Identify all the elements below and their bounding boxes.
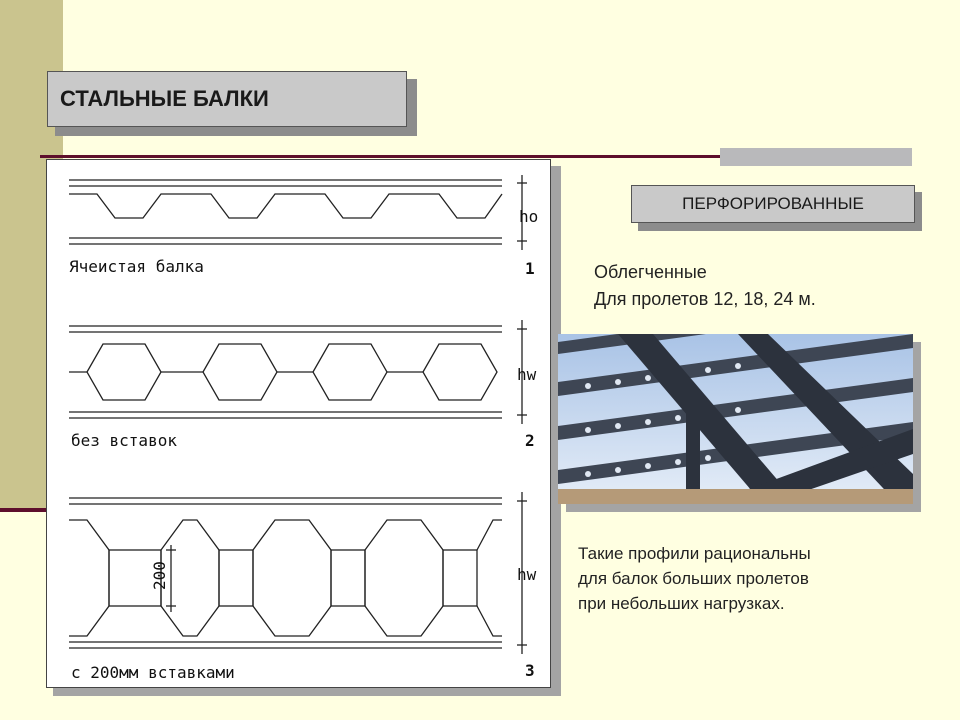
- description: Облегченные Для пролетов 12, 18, 24 м.: [594, 259, 816, 313]
- insert-dim-200: 200: [150, 561, 169, 590]
- beam-3-outline: [69, 492, 527, 654]
- divider-line: [40, 155, 912, 158]
- slide-title: СТАЛЬНЫЕ БАЛКИ: [47, 71, 407, 127]
- note-text: Такие профили рациональны для балок боль…: [578, 541, 811, 616]
- beam-1-dim: ho: [519, 207, 538, 226]
- beam-3-caption: с 200мм вставками: [71, 663, 235, 682]
- beam-1-number: 1: [525, 259, 535, 278]
- description-line-2: Для пролетов 12, 18, 24 м.: [594, 289, 816, 309]
- beam-1-outline: [69, 175, 527, 250]
- note-line-2: для балок больших пролетов: [578, 569, 809, 588]
- beam-3-number: 3: [525, 661, 535, 680]
- beam-1-caption: Ячеистая балка: [69, 257, 204, 276]
- beam-2-caption: без вставок: [71, 431, 177, 450]
- note-line-1: Такие профили рациональны: [578, 544, 811, 563]
- note-line-3: при небольших нагрузках.: [578, 594, 785, 613]
- description-line-1: Облегченные: [594, 262, 707, 282]
- beam-2-dim: hw: [517, 365, 537, 384]
- beam-2-outline: [69, 320, 527, 424]
- sidebar-bottom-line: [0, 508, 63, 512]
- perforated-tag: ПЕРФОРИРОВАННЫЕ: [631, 185, 915, 223]
- accent-bar: [720, 148, 912, 166]
- beam-drawing: Ячеистая балка ho 1 без вставок hw 2: [46, 159, 551, 688]
- beam-2-number: 2: [525, 431, 535, 450]
- steel-beams-photo: [558, 334, 913, 504]
- beam-3-dim: hw: [517, 565, 537, 584]
